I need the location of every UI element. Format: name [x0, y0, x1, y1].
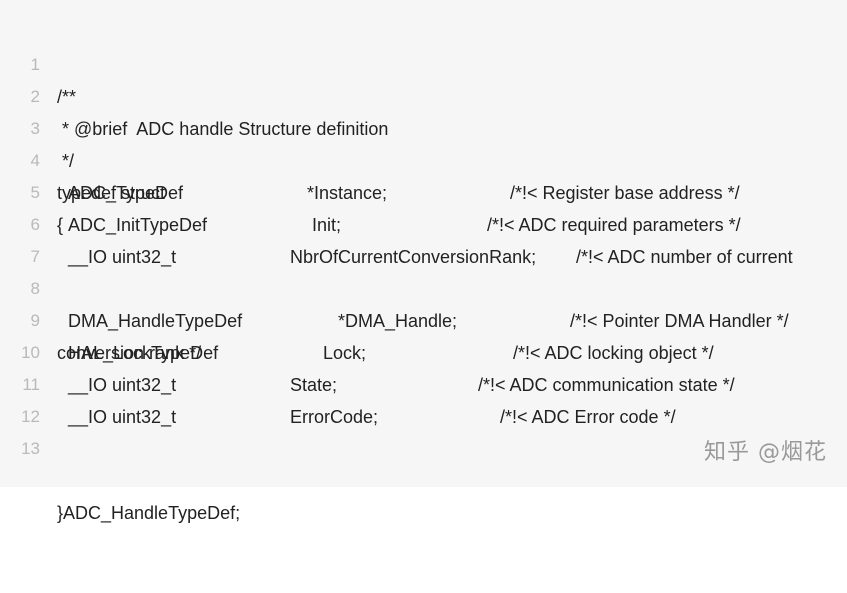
member-comment: /*!< ADC Error code */ [500, 407, 676, 427]
line-number: 10 [21, 343, 40, 362]
line-number: 11 [22, 375, 40, 394]
member-name: *DMA_Handle; [338, 311, 458, 331]
code-line: 7 ADC_InitTypeDef Init; /*!< ADC require… [0, 209, 847, 266]
member-name: Init; [312, 215, 342, 235]
line-number: 9 [30, 311, 40, 330]
line-number: 13 [21, 439, 40, 458]
member-comment: /*!< Pointer DMA Handler */ [570, 311, 789, 331]
code-line: 9 conversion rank */ [0, 273, 847, 363]
code-line: 5 { [0, 145, 847, 235]
code-text: conversion rank */ [57, 343, 202, 363]
line-number: 12 [21, 407, 40, 426]
code-text: */ [57, 151, 75, 171]
member-name: Lock; [323, 343, 367, 363]
code-line: 2 * @brief ADC handle Structure definiti… [0, 49, 847, 139]
code-text: * @brief ADC handle Structure definition [57, 119, 389, 139]
member-type: __IO uint32_t [68, 247, 177, 267]
member-type: HAL_LockTypeDef [68, 343, 219, 363]
line-number: 6 [30, 215, 40, 234]
member-comment: /*!< ADC locking object */ [513, 343, 714, 363]
code-line: 13 __IO uint32_t ErrorCode; /*!< ADC Err… [0, 401, 847, 458]
member-name: *Instance; [307, 183, 388, 203]
member-type: __IO uint32_t [68, 375, 177, 395]
code-text: }ADC_HandleTypeDef; [57, 503, 241, 523]
code-line: 8 __IO uint32_t NbrOfCurrentConversionRa… [0, 241, 847, 298]
member-name: State; [290, 375, 338, 395]
code-line: 4 typedef struct [0, 113, 847, 203]
member-type: ADC_InitTypeDef [68, 215, 208, 235]
member-type: __IO uint32_t [68, 407, 177, 427]
member-name: NbrOfCurrentConversionRank; [290, 247, 537, 267]
watermark: 知乎 @烟花 [704, 440, 827, 465]
line-number: 7 [30, 247, 40, 266]
line-number: 5 [30, 183, 40, 202]
member-comment: /*!< ADC required parameters */ [487, 215, 741, 235]
member-name: ErrorCode; [290, 407, 379, 427]
member-type: DMA_HandleTypeDef [68, 311, 243, 331]
code-text: typedef struct [57, 183, 166, 203]
member-type: ADC_TypeDef [68, 183, 184, 203]
code-line: 11 HAL_LockTypeDef Lock; /*!< ADC lockin… [0, 337, 847, 394]
code-text: /** [57, 87, 77, 107]
line-number: 2 [30, 87, 40, 106]
member-comment: /*!< ADC communication state */ [478, 375, 735, 395]
code-line: 6 ADC_TypeDef *Instance; /*!< Register b… [0, 177, 847, 234]
code-text: { [57, 215, 64, 235]
code-block: 1 /** 2 * @brief ADC handle Structure de… [0, 17, 847, 523]
member-comment: /*!< Register base address */ [510, 183, 740, 203]
code-line: 3 */ [0, 81, 847, 171]
line-number: 3 [30, 119, 40, 138]
code-line: 1 /** [0, 17, 847, 107]
member-comment: /*!< ADC number of current [576, 247, 793, 267]
code-line: 12 __IO uint32_t State; /*!< ADC communi… [0, 369, 847, 426]
line-number: 4 [30, 151, 40, 170]
code-line: 10 DMA_HandleTypeDef *DMA_Handle; /*!< P… [0, 305, 847, 362]
line-number: 1 [30, 55, 40, 74]
line-number: 8 [30, 279, 40, 298]
